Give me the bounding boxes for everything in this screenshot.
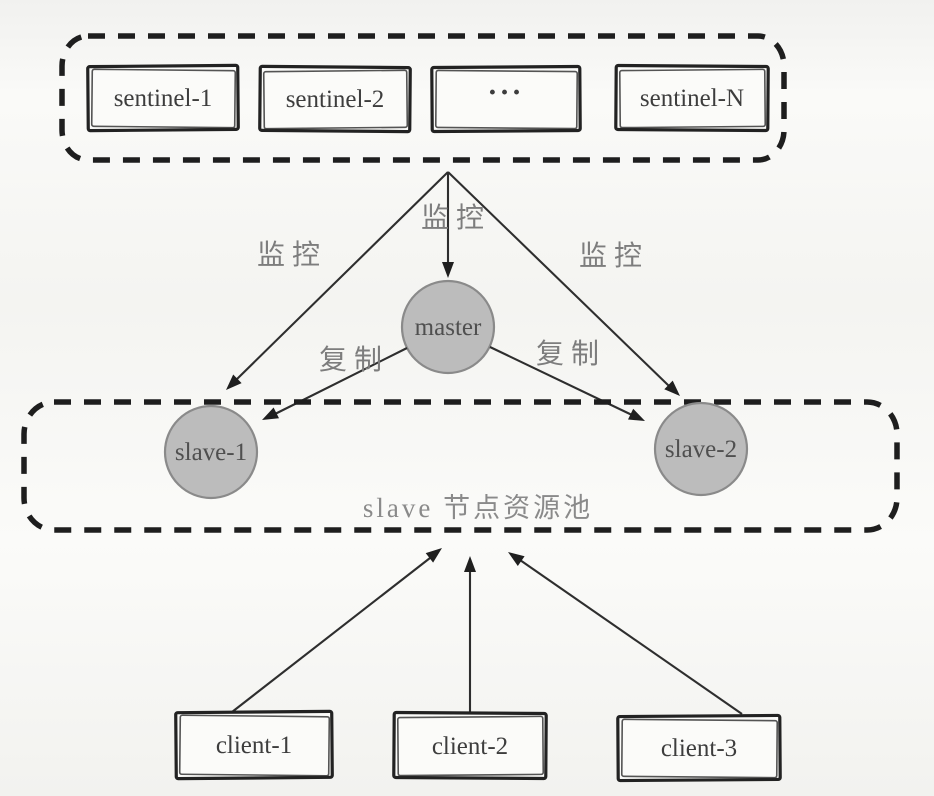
edge-label-monitor-center: 监控 [421, 202, 491, 234]
edge-label-replicate-left: 复制 [319, 344, 389, 376]
arrow-sentinels-to-master [442, 172, 454, 278]
slave-pool-caption: slave 节点资源池 [363, 493, 593, 523]
slave-node-label: slave-2 [665, 436, 737, 463]
sentinel-node-label: sentinel-1 [114, 85, 213, 112]
arrow-client2-to-pool [464, 556, 476, 712]
client-node-2: client-2 [392, 710, 548, 781]
slave-pool-box [21, 399, 900, 533]
arrow-sentinels-to-slave2 [447, 171, 680, 396]
edge-label-monitor-left: 监控 [257, 239, 327, 271]
sentinel-pool-box [59, 33, 787, 163]
arrow-sentinels-to-slave1 [226, 171, 449, 390]
slave-node-label: slave-1 [175, 439, 247, 466]
sentinel-node-n: sentinel-N [614, 63, 770, 133]
sentinel-node-2: sentinel-2 [258, 64, 412, 134]
sentinel-node-label: ··· [488, 78, 524, 108]
client-node-label: client-1 [216, 732, 292, 759]
arrow-client1-to-pool [231, 548, 442, 713]
client-node-3: client-3 [616, 713, 782, 783]
client-node-1: client-1 [174, 709, 334, 781]
master-node: master [400, 279, 496, 375]
client-node-label: client-2 [432, 733, 508, 760]
client-node-label: client-3 [661, 735, 737, 762]
sentinel-node-label: sentinel-2 [286, 86, 385, 113]
sentinel-node-ellipsis: ··· [430, 64, 582, 134]
sentinel-node-label: sentinel-N [640, 85, 744, 112]
edge-label-monitor-right: 监控 [579, 240, 649, 272]
sentinel-node-1: sentinel-1 [86, 63, 240, 133]
master-node-label: master [415, 314, 482, 341]
edge-label-replicate-right: 复制 [536, 338, 606, 370]
slave-node-2: slave-2 [653, 401, 749, 497]
slave-node-1: slave-1 [163, 404, 259, 500]
arrow-client3-to-pool [508, 552, 743, 715]
